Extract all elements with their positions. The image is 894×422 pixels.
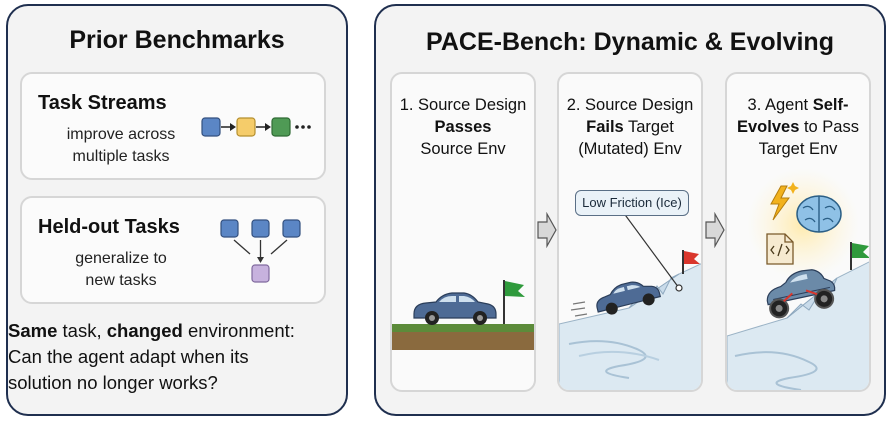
ice-slope bbox=[559, 263, 701, 390]
step-arrow-1 bbox=[537, 212, 557, 248]
task-streams-title: Task Streams bbox=[38, 92, 167, 114]
flag-icon bbox=[850, 242, 869, 270]
prior-benchmarks-title: Prior Benchmarks bbox=[69, 26, 285, 54]
brain-icon bbox=[796, 195, 842, 233]
grass-strip bbox=[392, 324, 534, 332]
stage-agent-evolves: 3. Agent Self- Evolves to Pass Target En… bbox=[725, 72, 871, 392]
stage-2-label: 2. Source Design Fails Target (Mutated) … bbox=[566, 96, 694, 158]
off-road-car-icon bbox=[766, 269, 836, 319]
car-icon bbox=[596, 281, 662, 315]
task-streams-description: improve across multiple tasks bbox=[66, 126, 176, 165]
car-icon bbox=[413, 292, 497, 325]
flag-icon bbox=[503, 280, 525, 324]
sequence-nodes-icon bbox=[201, 117, 311, 137]
stage-source-fails: 2. Source Design Fails Target (Mutated) … bbox=[557, 72, 703, 392]
stage-3-label: 3. Agent Self- Evolves to Pass Target En… bbox=[737, 96, 859, 158]
task-streams-card: Task Streams improve across multiple tas… bbox=[20, 72, 326, 180]
stage-1-label: 1. Source Design Passes Source Env bbox=[399, 96, 527, 158]
caption-text: Same task, changed environment: Can the … bbox=[8, 320, 295, 393]
evolved-env-illustration bbox=[727, 168, 869, 390]
held-out-tasks-card: Held-out Tasks generalize to new tasks bbox=[20, 196, 326, 304]
stage-source-passes: 1. Source Design Passes Source Env bbox=[390, 72, 536, 392]
held-out-tasks-title: Held-out Tasks bbox=[38, 216, 180, 238]
held-out-nodes-icon bbox=[220, 219, 301, 283]
held-out-tasks-description: generalize to new tasks bbox=[75, 250, 167, 289]
target-env-illustration bbox=[559, 211, 701, 390]
pace-bench-title: PACE-Bench: Dynamic & Evolving bbox=[426, 28, 834, 56]
flag-icon bbox=[682, 250, 700, 274]
code-document-icon bbox=[766, 233, 794, 265]
low-friction-callout: Low Friction (Ice) bbox=[575, 190, 689, 216]
lightning-icon bbox=[770, 185, 790, 221]
dirt-ground bbox=[392, 332, 534, 350]
source-env-illustration bbox=[392, 280, 534, 350]
step-arrow-2 bbox=[705, 212, 725, 248]
